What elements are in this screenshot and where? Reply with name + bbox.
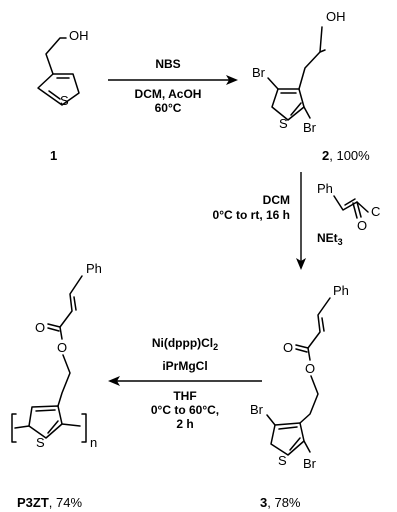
compound-1-label: 1 bbox=[50, 148, 57, 163]
p3zt-ester-oxygen: O bbox=[57, 340, 67, 355]
compound-3-carbonyl-oxygen: O bbox=[283, 340, 293, 355]
compound-2-hydroxyl: OH bbox=[326, 9, 346, 24]
p3zt-label: P3ZT, 74% bbox=[17, 495, 82, 510]
compound-3-label: 3, 78% bbox=[260, 495, 301, 510]
compound-1-hydroxyl: OH bbox=[69, 28, 89, 43]
p3zt-yield: , 74% bbox=[49, 495, 83, 510]
step-2-base-name: NEt bbox=[317, 231, 338, 245]
cinnamoyl-reagent-structure: Ph O C bbox=[317, 181, 380, 233]
step-1-solvent: DCM, AcOH bbox=[135, 87, 202, 101]
p3zt-phenyl: Ph bbox=[86, 261, 102, 276]
reagent-phenyl: Ph bbox=[317, 181, 333, 196]
compound-3-number: 3 bbox=[260, 495, 267, 510]
compound-3-yield: , 78% bbox=[267, 495, 301, 510]
compound-2-structure: S Br Br OH bbox=[252, 9, 346, 135]
arrow-step-3 bbox=[108, 376, 262, 386]
arrow-step-1 bbox=[108, 75, 238, 85]
compound-3-phenyl: Ph bbox=[333, 283, 349, 298]
compound-3-sulfur: S bbox=[278, 453, 287, 468]
arrow-step-2 bbox=[296, 172, 306, 270]
compound-3-ester-oxygen: O bbox=[305, 361, 315, 376]
step-1-temperature: 60°C bbox=[155, 101, 182, 115]
reagent-oxygen: O bbox=[357, 218, 367, 233]
compound-3-bromine-bottom: Br bbox=[303, 456, 317, 471]
step-2-base-subscript: 3 bbox=[338, 237, 343, 247]
compound-1-structure: S OH bbox=[37, 28, 89, 108]
step-3-catalyst-subscript: 2 bbox=[213, 342, 218, 352]
step-3-catalyst: Ni(dppp)Cl2 bbox=[152, 336, 218, 352]
compound-2-sulfur: S bbox=[279, 116, 288, 131]
step-1-reagent: NBS bbox=[155, 57, 180, 71]
step-3-solvent: THF bbox=[173, 389, 196, 403]
step-3-time: 2 h bbox=[176, 417, 193, 431]
step-3-catalyst-name: Ni(dppp)Cl bbox=[152, 336, 213, 350]
step-2-base: NEt3 bbox=[317, 231, 343, 247]
step-3-temperature: 0°C to 60°C, bbox=[151, 403, 219, 417]
p3zt-sulfur: S bbox=[36, 435, 45, 450]
step-2-conditions: 0°C to rt, 16 h bbox=[213, 208, 290, 222]
compound-2-number: 2 bbox=[322, 148, 329, 163]
compound-2-yield: , 100% bbox=[329, 148, 370, 163]
p3zt-carbonyl-oxygen: O bbox=[35, 320, 45, 335]
compound-2-bromine-top: Br bbox=[252, 65, 266, 80]
compound-1-sulfur: S bbox=[60, 93, 69, 108]
compound-2-bromine-bottom: Br bbox=[303, 120, 317, 135]
p3zt-name: P3ZT bbox=[17, 495, 49, 510]
reagent-chlorine: C bbox=[371, 204, 380, 219]
step-3-grignard: iPrMgCl bbox=[162, 359, 207, 373]
compound-3-bromine-top: Br bbox=[250, 402, 264, 417]
p3zt-repeat-n: n bbox=[90, 435, 97, 450]
p3zt-structure: Ph O O S n bbox=[11, 261, 102, 450]
step-2-solvent: DCM bbox=[263, 193, 290, 207]
compound-3-structure: Ph O O S Br Br bbox=[250, 283, 349, 471]
compound-2-label: 2, 100% bbox=[322, 148, 370, 163]
